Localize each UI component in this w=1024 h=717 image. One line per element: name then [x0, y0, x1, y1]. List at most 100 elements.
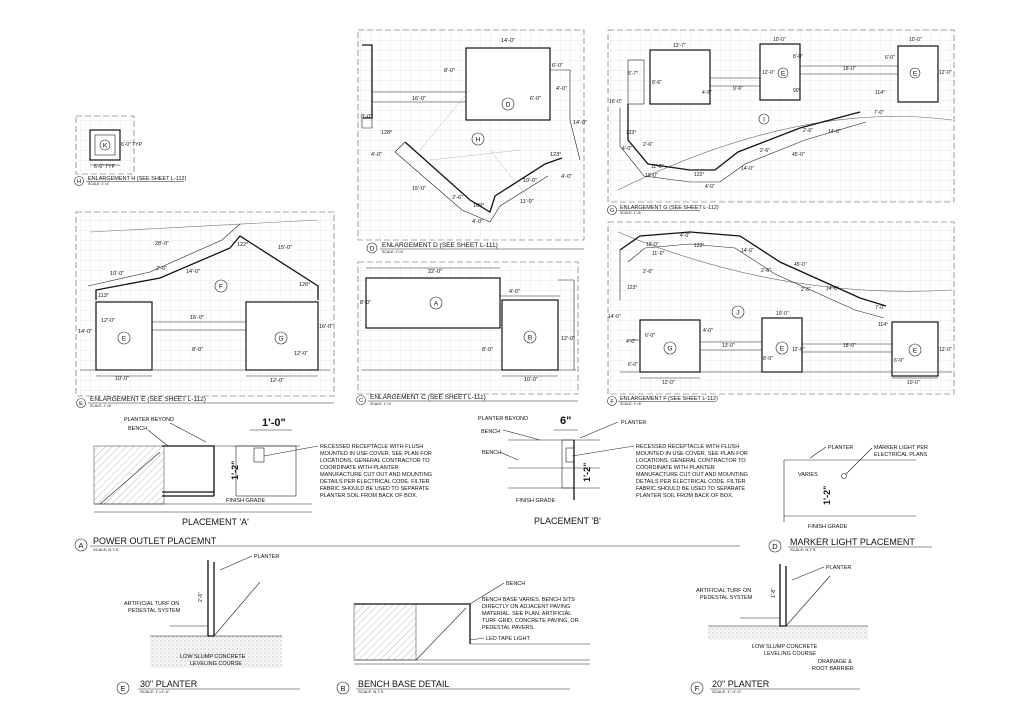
- planter-tag-g: G: [278, 336, 283, 343]
- dim: 14'-0": [186, 269, 200, 275]
- dim: 18'-0": [843, 343, 856, 349]
- title: 20" PLANTER: [712, 679, 770, 689]
- dim: 12'-0": [792, 347, 805, 353]
- marker-line: ELECTRICAL PLANS: [874, 452, 928, 458]
- detail-d-marker-light: PLANTER MARKER LIGHT PER ELECTRICAL PLAN…: [768, 445, 932, 553]
- note-line: PEDESTAL PAVERS.: [482, 625, 535, 631]
- drain-line: ROOT BARRIER: [812, 666, 854, 672]
- detail-a-power-outlet: PLANTER BEYOND BENCH 1'-0" 1'-2" FINISH …: [74, 415, 748, 552]
- dim: 2'-6": [760, 148, 770, 154]
- dim-side: 1'-2": [582, 463, 592, 482]
- dim: 45'-0": [794, 262, 807, 268]
- scale: SCALE: 1"=8': [620, 402, 642, 406]
- bench-label: BENCH: [481, 429, 500, 435]
- note-line: RECESSED RECEPTACLE WITH FLUSH: [320, 444, 423, 450]
- dim: 14'-0": [78, 329, 92, 335]
- dim: 4'-0": [680, 233, 690, 239]
- dim: 14'-0": [501, 38, 515, 44]
- dim: 123°: [550, 152, 561, 158]
- led-label: LED TAPE LIGHT: [486, 636, 530, 642]
- dim: 4'-0": [703, 328, 713, 334]
- scale: SCALE: N.T.S.: [790, 547, 816, 552]
- dim: 14'-0": [828, 129, 841, 135]
- note-line: BENCH BASE VARIES. BENCH SITS: [482, 597, 575, 603]
- dim-bottom: 6'-0" TYP: [94, 164, 116, 170]
- dim: 14'-0": [741, 166, 754, 172]
- dim: 13'-7": [673, 43, 686, 49]
- note-line: MOUNTED IN USE COVER. SEE PLAN FOR: [320, 451, 432, 457]
- enlargement-h: K 6'-0" TYP 6'-0" TYP H ENLARGEMENT H (S…: [74, 115, 187, 186]
- dim: 128°: [381, 130, 392, 136]
- dim: 113°: [98, 293, 109, 299]
- enlargement-d: D H 14'-0" 8'-0" 6'-0" 6'-0" 4'-0" 16'-0…: [357, 29, 587, 254]
- turf-line: PEDESTAL SYSTEM: [700, 595, 753, 601]
- dim: 6'-0": [628, 362, 638, 368]
- planter-tag-e: E: [780, 346, 785, 353]
- dim: 7'-0": [874, 110, 884, 116]
- dim: 4'-0": [371, 152, 382, 158]
- enlargement-c: A B 22'-0" 8'-0" 4'-0" 12'-0" 8'-0" 10'-…: [356, 261, 579, 406]
- planter-beyond-label: PLANTER BEYOND: [124, 417, 174, 423]
- detail-e-30-planter: PLANTER ARTIFICIAL TURF ON PEDESTAL SYST…: [116, 554, 300, 695]
- finish-grade-label: FINISH GRADE: [226, 498, 265, 504]
- planter-tag-d: D: [506, 102, 511, 109]
- note-a: RECESSED RECEPTACLE WITH FLUSH MOUNTED I…: [320, 444, 432, 499]
- scale: SCALE: 1"=8': [620, 211, 642, 215]
- planter-label: PLANTER: [828, 445, 853, 451]
- marker-line: MARKER LIGHT PER: [874, 445, 928, 451]
- dim: 6'-0": [530, 96, 541, 102]
- dim: 22'-0": [428, 269, 442, 275]
- concrete-line: LOW SLUMP CONCRETE: [180, 654, 246, 660]
- note-line: RECESSED RECEPTACLE WITH FLUSH: [636, 444, 739, 450]
- dim: 6'-0": [552, 63, 563, 69]
- dim: 10'-0": [909, 37, 922, 43]
- dim: 8'-0": [192, 347, 203, 353]
- dim: 4'-0": [705, 184, 715, 190]
- bench-label: BENCH: [506, 581, 525, 587]
- note-line: MATERIAL. SEE PLAN. ARTIFICIAL: [482, 611, 571, 617]
- dim: 16'-0": [412, 96, 426, 102]
- enlargement-e: F E G 28'-0" 122° 15'-0" 2'-6" 10'-0" 14…: [75, 211, 335, 408]
- dim: 11'-0": [651, 164, 664, 170]
- title: MARKER LIGHT PLACEMENT: [790, 537, 915, 547]
- planter-tag-e: E: [781, 71, 786, 78]
- dim: 6'-0": [645, 333, 655, 339]
- dim: 28'-0": [155, 241, 169, 247]
- drain-line: DRAINAGE &: [818, 659, 852, 665]
- dim: 2'-6": [803, 128, 813, 134]
- dim: 16'-0": [190, 315, 204, 321]
- dim-side: 1'-2": [822, 486, 832, 505]
- title: BENCH BASE DETAIL: [358, 679, 449, 689]
- area-tag-i: I: [763, 117, 765, 124]
- planter-tag-a: A: [434, 301, 439, 308]
- title-tag-letter: H: [77, 179, 81, 185]
- title-tag-letter: F: [610, 399, 614, 405]
- planter-beyond-label: PLANTER BEYOND: [478, 416, 528, 422]
- dim: 10'-0": [773, 37, 786, 43]
- dim: 114°: [878, 322, 888, 328]
- title: ENLARGEMENT F (SEE SHEET L-112): [620, 396, 718, 402]
- dim: 10'-0": [776, 311, 789, 317]
- planter-tag-e: E: [913, 348, 918, 355]
- scale: SCALE: 1"=1'-0": [140, 689, 170, 694]
- dim: 4'-0": [472, 219, 483, 225]
- title-tag-letter: D: [370, 246, 375, 253]
- note-line: PLANTER SOIL FROM BACK OF BOX.: [320, 493, 418, 499]
- scale: SCALE: N.T.S.: [93, 547, 119, 552]
- note-line: TURF GRID, CONCRETE PAVING, OR: [482, 618, 579, 624]
- area-tag-f: F: [219, 284, 223, 291]
- dim: 18'-0": [843, 66, 856, 72]
- note-line: FABRIC SHOULD BE USED TO SEPARATE: [636, 486, 745, 492]
- dim: 45'-0": [792, 152, 805, 158]
- dim: 16'-0": [609, 99, 622, 105]
- planter-tag-b: B: [528, 335, 532, 342]
- dim: 109°: [473, 203, 484, 209]
- dim: 9'-6": [733, 86, 743, 92]
- note-line: DETAILS PER ELECTRICAL CODE. FILTER: [636, 479, 746, 485]
- title-tag-letter: E: [120, 684, 125, 693]
- title: 30" PLANTER: [140, 679, 198, 689]
- dim: 126°: [299, 282, 310, 288]
- title-tag-letter: G: [610, 208, 614, 214]
- planter-label: PLANTER: [621, 420, 646, 426]
- finish-grade-label: FINISH GRADE: [808, 524, 847, 530]
